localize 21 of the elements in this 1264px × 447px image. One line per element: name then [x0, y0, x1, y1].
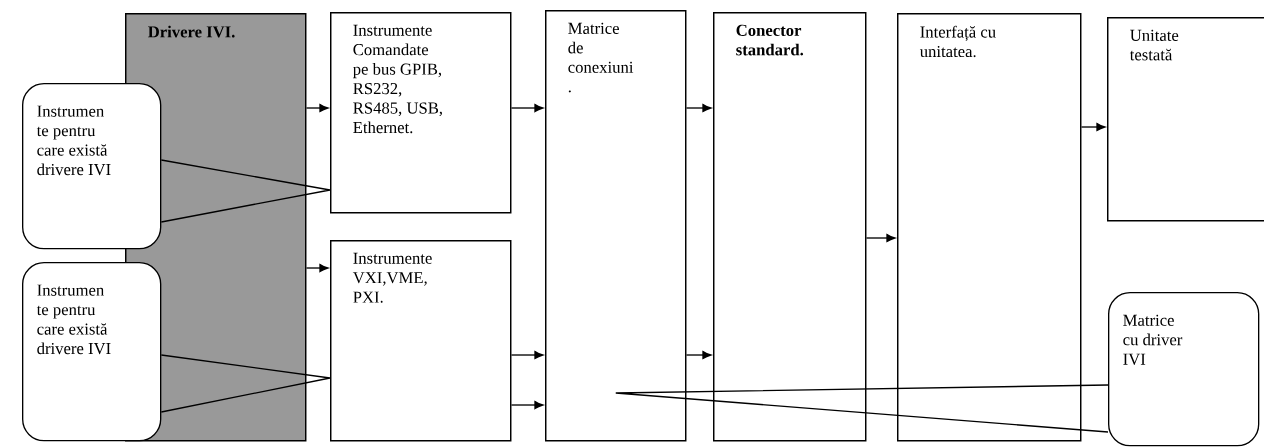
leader-line: [615, 384, 1109, 433]
arrow: [510, 350, 544, 360]
leader-line: [160, 159, 331, 223]
arrow: [510, 400, 544, 410]
arrow: [305, 103, 329, 113]
process-box: Instrumente VXI,VME, PXI.: [330, 240, 512, 442]
callout-box: Instrumen te pentru care există drivere IVI: [22, 262, 162, 442]
arrow: [865, 233, 896, 243]
callout-box: Instrumen te pentru care există drivere IVI: [22, 83, 162, 250]
arrow: [510, 103, 544, 113]
process-box: Conector standard.: [713, 12, 867, 442]
arrow: [1080, 122, 1106, 132]
arrow: [685, 350, 712, 360]
arrow: [685, 103, 712, 113]
process-box: Interfață cu unitatea.: [897, 13, 1082, 442]
process-box: Instrumente Comandate pe bus GPIB, RS232, RS485, USB, Ethernet.: [330, 12, 512, 214]
process-box: Unitate testată: [1107, 17, 1264, 222]
arrow: [305, 263, 329, 273]
callout-box: Matrice cu driver IVI: [1108, 292, 1260, 447]
process-box: Matrice de conexiuni .: [545, 10, 687, 442]
leader-line: [160, 354, 331, 413]
